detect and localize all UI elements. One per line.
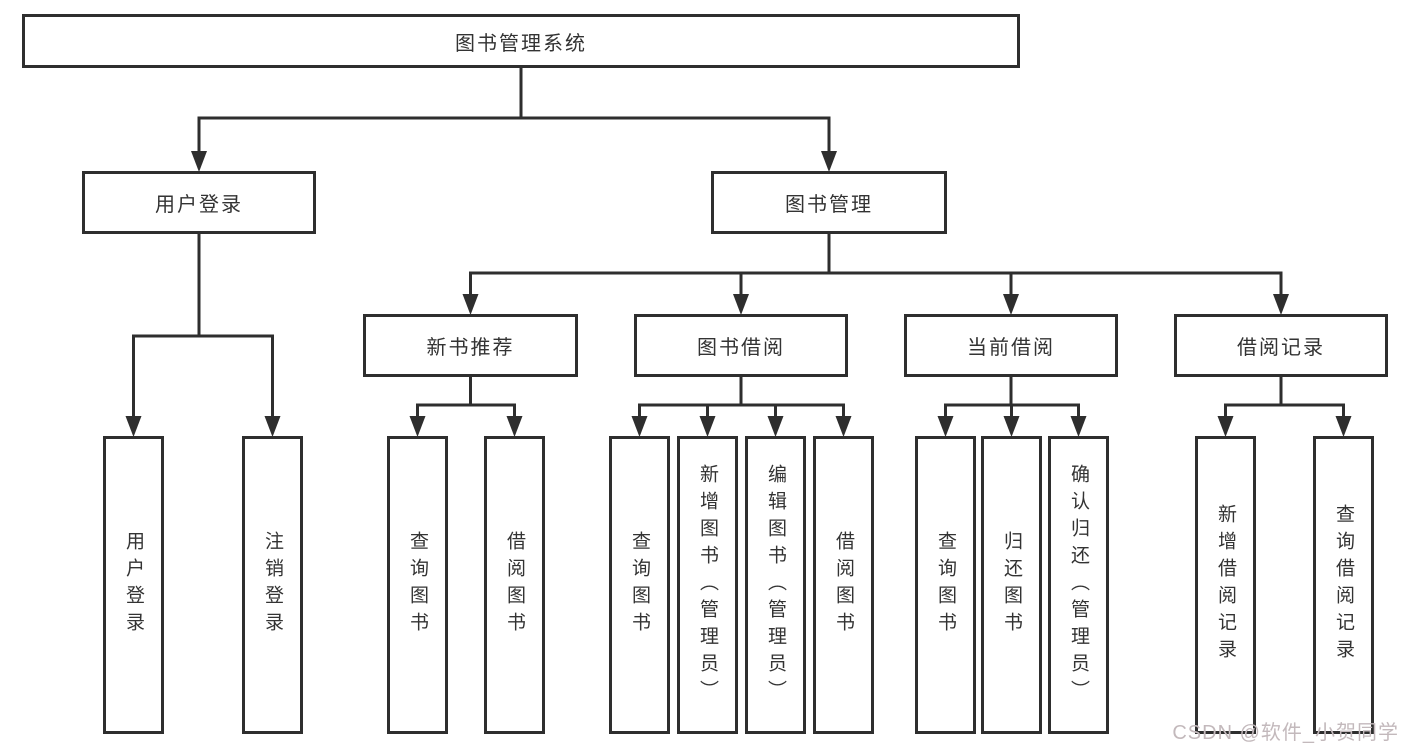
leaf-return-books: 归还图书 — [981, 436, 1042, 734]
node-new-book-module: 新书推荐 — [363, 314, 578, 377]
leaf-borrow-books-2: 借阅图书 — [813, 436, 874, 734]
leaf-add-borrow-record: 新增借阅记录 — [1195, 436, 1256, 734]
leaf-add-books-admin: 新增图书（管理员） — [677, 436, 738, 734]
node-current-borrow-module: 当前借阅 — [904, 314, 1118, 377]
leaf-query-borrow-record: 查询借阅记录 — [1313, 436, 1374, 734]
connector-book-mgmt — [462, 232, 1289, 315]
connector-root — [191, 66, 837, 172]
leaf-user-login: 用户登录 — [103, 436, 164, 734]
node-system-root: 图书管理系统 — [22, 14, 1020, 68]
connector-current-borrow — [937, 375, 1087, 437]
connector-new-book — [409, 375, 523, 437]
leaf-query-books-2: 查询图书 — [609, 436, 670, 734]
leaf-borrow-books-1: 借阅图书 — [484, 436, 545, 734]
leaf-confirm-return-admin: 确认归还（管理员） — [1048, 436, 1109, 734]
leaf-logout: 注销登录 — [242, 436, 303, 734]
csdn-watermark: CSDN @软件_小贺同学 — [1172, 722, 1399, 744]
node-borrow-record-module: 借阅记录 — [1174, 314, 1388, 377]
node-user-login-branch: 用户登录 — [82, 171, 316, 234]
node-book-mgmt-branch: 图书管理 — [711, 171, 947, 234]
node-book-borrow-module: 图书借阅 — [634, 314, 848, 377]
connector-user-login — [125, 232, 281, 437]
leaf-query-books-1: 查询图书 — [387, 436, 448, 734]
leaf-query-books-3: 查询图书 — [915, 436, 976, 734]
connector-book-borrow — [631, 375, 852, 437]
connector-borrow-record — [1217, 375, 1352, 437]
leaf-edit-books-admin: 编辑图书（管理员） — [745, 436, 806, 734]
